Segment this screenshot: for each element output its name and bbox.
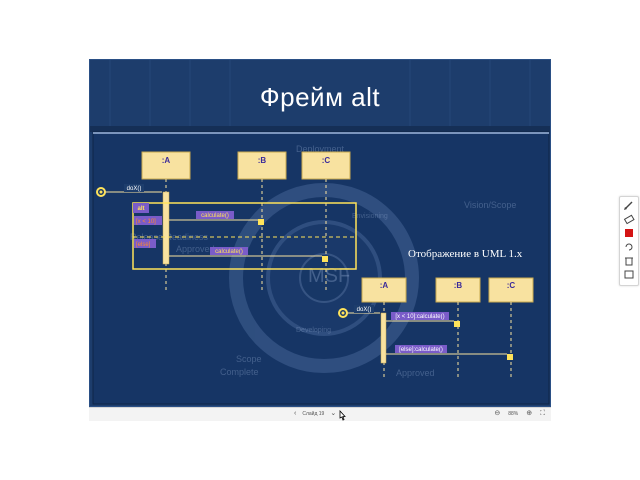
color-red-icon[interactable] <box>625 229 633 237</box>
eraser-icon[interactable] <box>623 214 635 225</box>
presentation-statusbar: ‹ Слайд 19 ⌄ ⊖ 88% ⊕ ⛶ <box>89 407 551 421</box>
guard-else: [else] <box>136 242 151 248</box>
wm-complete: Complete <box>220 367 259 377</box>
chevron-down-icon[interactable]: ⌄ <box>330 410 337 417</box>
screenshot-icon[interactable] <box>624 270 634 279</box>
top-activation-c <box>322 256 328 262</box>
bottom-msg-2-label: [else]:calculate() <box>399 347 443 353</box>
msf-wheel-watermark <box>229 183 419 373</box>
wm-deployment: Deployment <box>296 144 345 154</box>
plus-circle-icon[interactable]: ⊕ <box>526 410 533 417</box>
wm-msf: MSF <box>308 265 350 287</box>
sequence-diagrams: :A :B :C doX() alt [x < 10] <box>96 151 534 378</box>
bottom-dox-label: doX() <box>357 307 372 313</box>
mouse-cursor-icon <box>339 410 346 421</box>
wm-approved-right: Approved <box>396 368 435 378</box>
bottom-lifeline-c-label: :C <box>507 281 516 290</box>
chevron-left-icon[interactable]: ‹ <box>294 410 297 417</box>
bottom-lifeline-a-label: :A <box>380 281 389 290</box>
bottom-activation-b <box>454 321 460 327</box>
top-lifeline-c-box <box>301 151 351 180</box>
delete-icon[interactable] <box>625 257 633 266</box>
uml1x-caption: Отображение в UML 1.x <box>408 248 523 260</box>
slide: Deployment Vision/Scope Release Readines… <box>89 59 551 407</box>
top-activation-a <box>162 191 170 265</box>
wm-scope: Scope <box>236 354 262 364</box>
top-dox-label: doX() <box>127 186 142 192</box>
fullscreen-icon[interactable]: ⛶ <box>540 410 545 417</box>
bottom-activation-a <box>380 312 387 364</box>
top-lifeline-c-label: :C <box>322 156 331 165</box>
bottom-activation-c <box>507 354 513 360</box>
undo-icon[interactable] <box>625 243 633 251</box>
wm-approved-left: Approved <box>176 244 215 254</box>
bottom-lifeline-b-label: :B <box>454 281 463 290</box>
alt-frame <box>132 202 357 270</box>
slide-number-label[interactable]: Слайд 19 <box>302 411 325 417</box>
slide-title: Фрейм alt <box>259 82 381 112</box>
bottom-lifeline-c-box <box>488 277 534 303</box>
top-lifeline-b-box <box>237 151 287 180</box>
annotation-toolbar-icons <box>623 201 635 279</box>
slide-navigation: ‹ Слайд 19 ⌄ <box>294 410 336 418</box>
top-msg-2-label: calculate() <box>215 249 243 255</box>
bottom-lifeline-b-box <box>435 277 481 303</box>
zoom-level: 88% <box>508 411 519 417</box>
alt-frame-tag-label: alt <box>137 206 144 212</box>
annotation-toolbar <box>619 196 639 286</box>
wm-vision-scope: Vision/Scope <box>464 200 516 210</box>
bottom-msg-1-label: [x < 10]:calculate() <box>395 314 444 320</box>
minus-circle-icon[interactable]: ⊖ <box>494 410 501 417</box>
wm-developing: Developing <box>296 327 331 334</box>
alt-frame-tag <box>133 203 149 213</box>
top-lifeline-a-label: :A <box>162 156 171 165</box>
wm-envisioning: Envisioning <box>352 213 388 220</box>
guard-x-lt-10: [x < 10] <box>136 219 156 225</box>
top-activation-b <box>258 219 264 225</box>
top-lifeline-b-label: :B <box>258 156 267 165</box>
zoom-controls: ⊖ 88% ⊕ ⛶ <box>494 410 545 418</box>
top-msg-1-label: calculate() <box>201 213 229 219</box>
top-lifeline-a-box <box>141 151 191 180</box>
pen-icon[interactable] <box>624 201 633 210</box>
